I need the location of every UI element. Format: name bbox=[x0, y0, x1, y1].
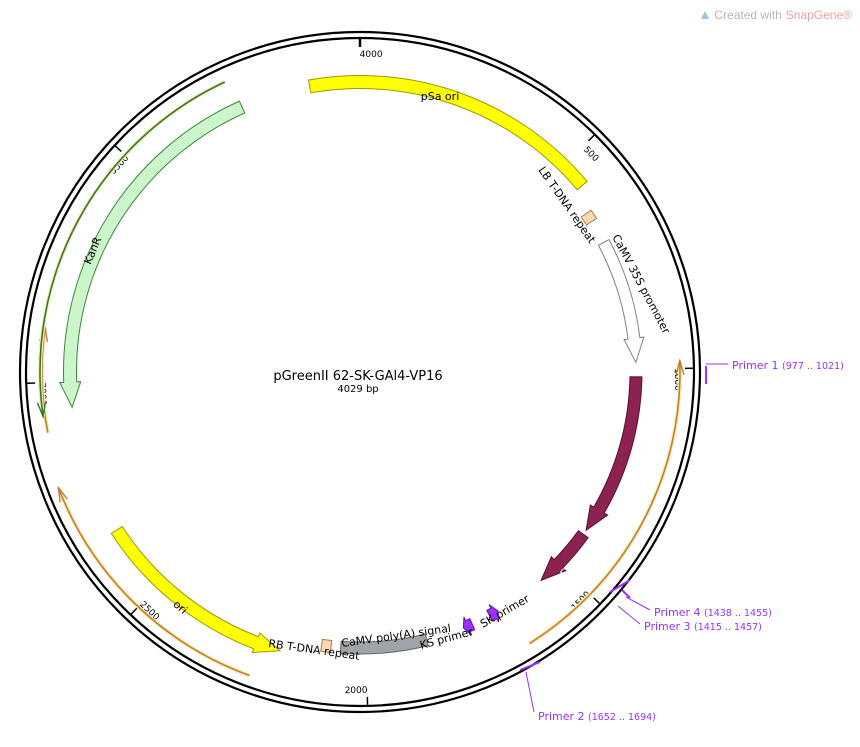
snapgene-logo-icon bbox=[701, 11, 710, 19]
tick-label: 1000 bbox=[672, 368, 682, 391]
primer-mark bbox=[609, 579, 631, 593]
annotation-line-arrowhead bbox=[675, 358, 685, 376]
primer-range: (977 .. 1021) bbox=[782, 361, 844, 372]
feature-vp16[interactable] bbox=[540, 530, 589, 582]
feature-rb-tdna[interactable] bbox=[320, 638, 333, 654]
feature-camv-polya[interactable] bbox=[339, 633, 429, 655]
primer-annotations: Primer 1 (977 .. 1021) Primer 4 (1438 .. … bbox=[519, 359, 844, 723]
annotation-line-arrowhead bbox=[36, 402, 47, 420]
feature-ori[interactable] bbox=[110, 525, 282, 654]
plasmid-length: 4029 bp bbox=[337, 384, 378, 395]
primer-range: (1438 .. 1455) bbox=[704, 608, 772, 619]
tick-mark bbox=[130, 607, 138, 615]
primer-name: Primer 4 bbox=[654, 606, 704, 619]
feature-arcs bbox=[58, 75, 645, 655]
feature-label-sk-primer: SK primer bbox=[478, 592, 532, 631]
primer-name: Primer 3 bbox=[644, 620, 694, 633]
feature-ks-primer[interactable] bbox=[462, 616, 476, 636]
primer-mark bbox=[519, 661, 541, 671]
feature-pSa-ori[interactable] bbox=[307, 75, 588, 191]
tick-mark bbox=[587, 134, 595, 142]
annotation-line bbox=[39, 81, 226, 417]
annotation-line bbox=[57, 487, 250, 677]
watermark-prefix: Created with bbox=[714, 8, 782, 22]
primer-leader-line bbox=[525, 671, 535, 713]
feature-camv35s[interactable] bbox=[597, 238, 645, 364]
primer-range: (1415 .. 1457) bbox=[694, 622, 762, 633]
plasmid-name: pGreenII 62-SK-GAl4-VP16 bbox=[273, 369, 442, 384]
tick-label: 3500 bbox=[108, 153, 131, 177]
primer-label[interactable]: Primer 2 (1652 .. 1694) bbox=[538, 710, 656, 723]
feature-sk-primer[interactable] bbox=[486, 604, 500, 623]
primer-lines bbox=[36, 80, 685, 678]
annotation-line-arrowhead bbox=[57, 485, 69, 503]
tick-label: 500 bbox=[581, 145, 600, 164]
primer-range: (1652 .. 1694) bbox=[588, 712, 656, 723]
snapgene-watermark: Created with SnapGene® bbox=[700, 8, 852, 22]
tick-label: 2000 bbox=[345, 686, 368, 697]
primer-label[interactable]: Primer 1 (977 .. 1021) bbox=[732, 359, 844, 372]
plasmid-backbone bbox=[18, 30, 702, 714]
tick-label: 4000 bbox=[360, 50, 383, 60]
primer-name: Primer 1 bbox=[732, 359, 782, 372]
primer-name: Primer 2 bbox=[538, 710, 588, 723]
primer-leader-line bbox=[617, 605, 641, 625]
annotation-line bbox=[41, 327, 49, 433]
primer-label[interactable]: Primer 4 (1438 .. 1455) bbox=[654, 606, 772, 619]
tick-mark bbox=[114, 145, 122, 153]
backbone-inner-circle bbox=[24, 36, 696, 708]
tick-mark bbox=[593, 597, 600, 604]
feature-lb-tdna[interactable] bbox=[580, 209, 598, 226]
annotation-line bbox=[529, 360, 681, 645]
backbone-outer-circle bbox=[18, 30, 702, 714]
primer-mark bbox=[621, 589, 631, 599]
feature-kanR[interactable] bbox=[58, 100, 246, 409]
watermark-brand: SnapGene® bbox=[785, 8, 852, 22]
primer-label[interactable]: Primer 3 (1415 .. 1457) bbox=[644, 620, 762, 633]
feature-gal4[interactable] bbox=[585, 376, 643, 532]
primer-leader-line bbox=[625, 596, 651, 611]
feature-label-pSa-ori: pSa ori bbox=[421, 90, 460, 103]
